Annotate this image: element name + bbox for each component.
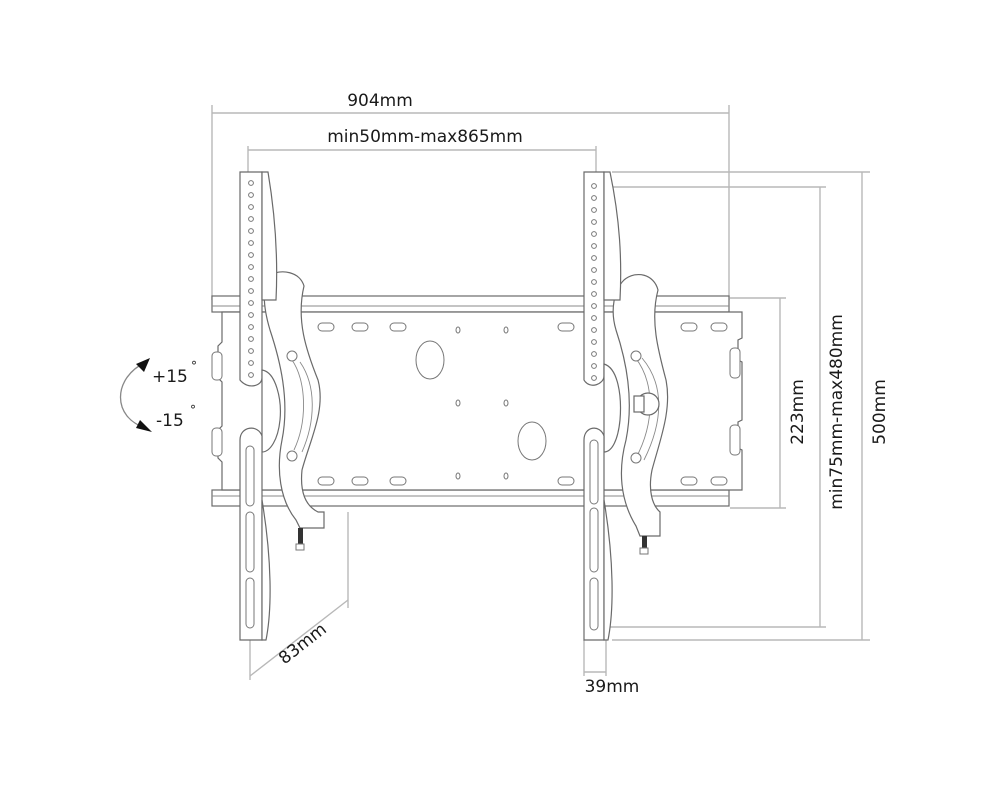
- label-tilt-up-degree: °: [191, 359, 197, 373]
- label-depth: 83mm: [275, 619, 330, 668]
- label-overall-height: 500mm: [870, 379, 890, 445]
- left-vertical-bracket: [239, 171, 281, 641]
- right-bracket-holes: [591, 183, 597, 381]
- left-bracket-holes: [248, 180, 254, 378]
- label-wall-plate-height: 223mm: [788, 379, 808, 445]
- label-bracket-width: 39mm: [585, 677, 640, 697]
- label-vesa-height-range: min75mm-max480mm: [827, 314, 847, 510]
- dimension-bracket-width: [583, 640, 607, 676]
- label-tilt-up: +15: [152, 367, 188, 387]
- left-tilt-arm: [263, 271, 325, 551]
- dimension-depth: [249, 512, 349, 680]
- dimension-vesa-height: [600, 186, 826, 628]
- label-overall-width: 904mm: [347, 91, 413, 111]
- dimension-wall-plate-height: [730, 297, 786, 509]
- label-bracket-spacing: min50mm-max865mm: [327, 127, 523, 147]
- label-tilt-down: -15: [156, 411, 184, 431]
- dimension-overall-height: [612, 171, 870, 641]
- dimension-bracket-spacing: [247, 146, 597, 175]
- dimension-overall-width: [211, 105, 730, 300]
- right-vertical-bracket: [583, 171, 622, 641]
- right-tilt-arm: [612, 273, 669, 555]
- tilt-arrow-icon: [120, 358, 152, 432]
- label-tilt-down-degree: °: [190, 403, 196, 417]
